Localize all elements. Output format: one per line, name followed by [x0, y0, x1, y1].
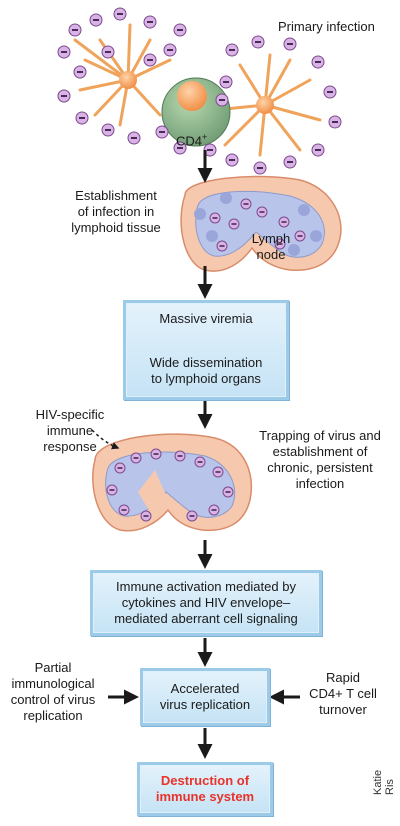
- establishment-label: Establishment of infection in lymphoid t…: [71, 188, 161, 235]
- dendritic-cell-right: [213, 53, 322, 157]
- massive-viremia-box: Massive viremia Wide dissemination to ly…: [123, 300, 289, 400]
- flow-arrows: [108, 150, 300, 759]
- dendritic-cell-left: [73, 23, 172, 127]
- primary-infection-label: Primary infection: [278, 19, 375, 34]
- hiv-specific-label: HIV-specific immune response: [35, 407, 105, 454]
- destruction-box: Destruction of immune system: [137, 762, 273, 816]
- partial-control-label: Partial immunological control of virus r…: [10, 660, 96, 723]
- immune-activation-box: Immune activation mediated by cytokines …: [90, 570, 322, 636]
- cd4-label: CD4+: [176, 113, 207, 149]
- wide-dissemination-text: Wide dissemination to lymphoid organs: [149, 355, 263, 386]
- lymph-node-label: Lymph node: [251, 231, 291, 262]
- lymph-node-2: [92, 433, 253, 532]
- cd4-superscript: +: [202, 132, 208, 142]
- massive-viremia-text: Massive viremia: [159, 311, 253, 326]
- rapid-turnover-label: Rapid CD4+ T cell turnover: [309, 670, 377, 717]
- cd4-text: CD4: [176, 133, 203, 149]
- artist-credit: Katie Ris: [372, 769, 396, 795]
- cd4-cell: [161, 77, 231, 147]
- accelerated-replication-box: Accelerated virus replication: [140, 668, 270, 726]
- trapping-label: Trapping of virus and establishment of c…: [259, 428, 381, 491]
- lymph-node-1: [180, 175, 342, 272]
